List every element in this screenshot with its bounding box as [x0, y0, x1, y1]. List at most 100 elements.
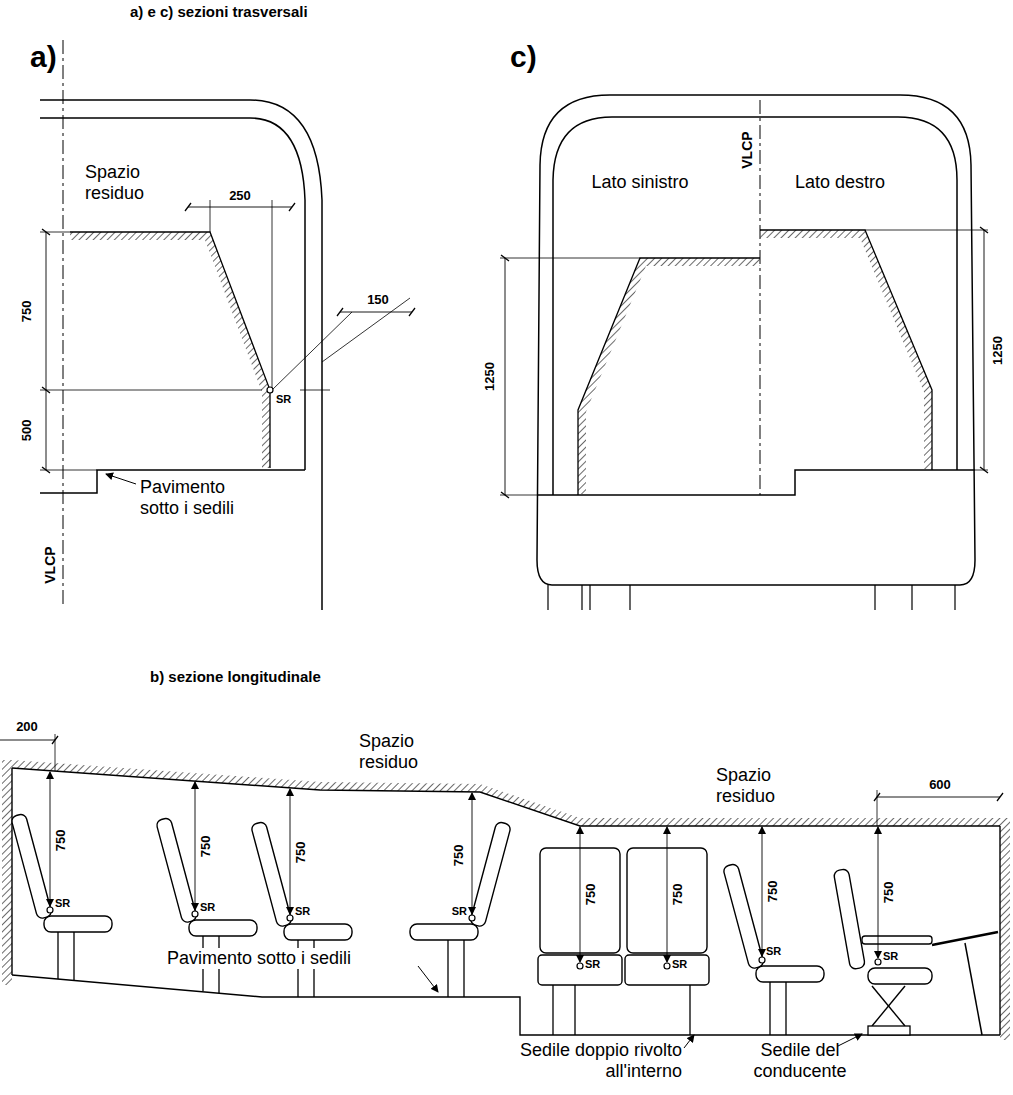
section-c-part [589, 585, 590, 610]
section-c-part [874, 585, 875, 610]
section-a-part [106, 474, 136, 484]
section-b-part [57, 932, 58, 979]
section-c-part [629, 585, 630, 610]
section-b-part-part [759, 957, 765, 963]
section-b-part [965, 943, 982, 1035]
reference-point: SR [883, 950, 898, 963]
section-b-part-part [195, 782, 196, 910]
section-b-part [872, 986, 905, 1026]
reference-point: SR [295, 905, 310, 918]
section-b-part-part [667, 827, 668, 962]
section-a-part [40, 470, 97, 471]
section-a-part [40, 118, 305, 470]
section-a-part [340, 312, 412, 313]
section-b-part-part [664, 963, 670, 969]
section-c [500, 95, 988, 610]
section-b-part-part [469, 915, 475, 921]
section-c-part [500, 258, 640, 259]
section-b-part [868, 968, 932, 984]
dimension: 750 [55, 829, 70, 851]
part-label: Sedile del conducente [740, 1040, 860, 1081]
panel-letter: a) [30, 40, 57, 75]
section-b-part-part [50, 772, 51, 906]
section-c-part [537, 470, 975, 495]
dimension: 250 [229, 189, 251, 204]
dimension: 1250 [991, 336, 1006, 365]
dimension: 750 [295, 841, 310, 863]
section-c-part [537, 95, 975, 585]
dimension: 750 [883, 881, 898, 903]
axis-label: VLCP [42, 546, 58, 583]
part-label: Sedile doppio rivolto all'interno [452, 1040, 682, 1081]
section-a-part [188, 207, 292, 208]
reference-point: SR [766, 945, 781, 958]
section-b-part-part [875, 959, 881, 965]
section-a-part [300, 390, 330, 391]
section-b-part-part [47, 907, 53, 913]
dimension: 600 [929, 778, 951, 793]
dimension: 750 [767, 880, 782, 902]
region-label: Spazio residuo [716, 765, 806, 806]
dimension: 150 [367, 293, 389, 308]
section-b-part-part [290, 789, 291, 914]
reference-point: SR [672, 958, 687, 971]
section-b-part [552, 985, 553, 1035]
section-b-part [156, 817, 257, 936]
section-a-part [272, 312, 352, 390]
reference-point: SR [55, 897, 70, 910]
section-b-part-part [580, 827, 581, 962]
section-b-part-part [577, 963, 583, 969]
reference-point: SR [452, 905, 467, 918]
section-b-part [723, 863, 824, 982]
section-b-part-part [762, 827, 763, 956]
section-b-part [11, 813, 112, 932]
section-b-part [2, 760, 12, 985]
section-b-part [833, 869, 865, 970]
section-b-part [410, 821, 511, 940]
section-c-part [954, 585, 955, 610]
region-label: Spazio residuo [359, 731, 449, 772]
section-a-part [40, 100, 322, 610]
section-a-part [70, 232, 270, 468]
section-a-part [210, 200, 211, 232]
section-b-part [868, 1026, 910, 1035]
section-c-part [760, 100, 761, 495]
dimension: 500 [21, 419, 36, 441]
section-b-part-part [472, 793, 473, 914]
reference-point: SR [200, 901, 215, 914]
section-b-part [785, 982, 786, 1035]
section-a-part [63, 40, 64, 605]
section-b-part [872, 986, 905, 1026]
section-b-part [463, 940, 464, 997]
section-c-part [760, 230, 932, 470]
section-b-part [418, 966, 438, 992]
section-b-part [689, 985, 690, 1035]
part-label: Pavimento sotto i sedili [140, 477, 265, 518]
region-label: Lato destro [795, 172, 885, 193]
section-heading: a) e c) sezioni trasversali [130, 3, 308, 20]
region-label: Lato sinistro [591, 172, 688, 193]
panel-letter: c) [510, 40, 537, 75]
section-c-part [865, 230, 988, 231]
section-c-part [578, 258, 760, 495]
reference-point: SR [276, 393, 291, 406]
section-b-part [574, 985, 575, 1035]
section-a-part [272, 200, 273, 390]
section-b-part [251, 821, 352, 940]
section-b-part [11, 768, 12, 975]
dimension: 750 [200, 835, 215, 857]
section-c-part [984, 230, 985, 470]
part-label: Pavimento sotto i sedili [165, 948, 353, 969]
section-a-part [40, 390, 262, 391]
section-c-part [578, 258, 760, 495]
section-b-part [862, 936, 932, 944]
reference-point: SR [585, 958, 600, 971]
section-c-part [500, 495, 537, 496]
section-b-part-part [287, 915, 293, 921]
dimension: 750 [672, 883, 687, 905]
section-c-part [975, 470, 988, 471]
section-b-part [447, 940, 448, 997]
section-b-part [12, 768, 1000, 826]
section-b-part [0, 740, 55, 741]
section-a-part [70, 232, 270, 468]
